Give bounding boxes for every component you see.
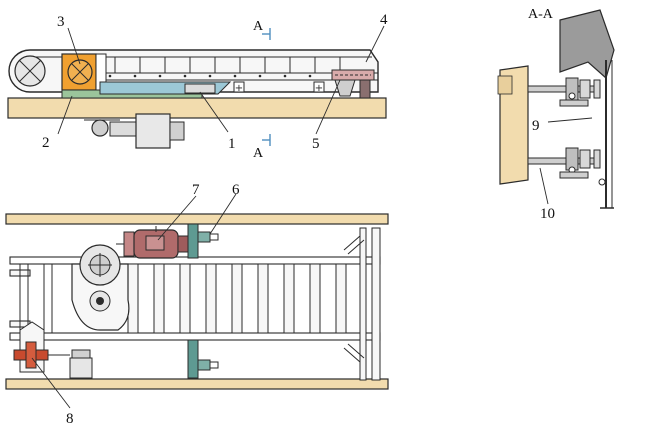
- svg-text:+: +: [315, 83, 323, 94]
- label-4: 4: [380, 12, 388, 28]
- label-section-title: A-A: [528, 7, 554, 22]
- plan-tail-tensioner: [13, 321, 93, 379]
- reducer-gearbox: [61, 53, 97, 91]
- plan-view: 7 6 8: [5, 182, 389, 427]
- label-3: 3: [57, 14, 65, 30]
- head-tensioner: [331, 69, 375, 99]
- section-a-a-view: A-A: [497, 7, 615, 222]
- label-10: 10: [540, 206, 555, 222]
- drive-motor-side: [84, 113, 185, 149]
- section-post: [499, 65, 529, 185]
- label-1: 1: [228, 136, 236, 152]
- label-8: 8: [66, 411, 74, 427]
- plan-beam-bottom: [5, 378, 389, 390]
- plan-right-end: [343, 227, 381, 381]
- label-section-a-top: A: [253, 19, 264, 34]
- label-7: 7: [192, 182, 200, 198]
- label-6: 6: [232, 182, 240, 198]
- plan-drive-motor: [116, 226, 189, 259]
- tail-drum: [14, 55, 46, 87]
- inspection-plate: [233, 81, 245, 93]
- plan-bracket-top: [187, 223, 219, 259]
- inspection-plate: [313, 81, 325, 93]
- label-2: 2: [42, 135, 50, 151]
- svg-text:+: +: [235, 83, 243, 94]
- lower-bolt-assembly: [527, 147, 606, 186]
- plan-drive-drum: [71, 244, 130, 331]
- plan-slats: [127, 263, 347, 334]
- plan-bracket-bottom: [187, 339, 219, 379]
- plan-beam-top: [5, 213, 389, 225]
- upper-bolt-assembly: [527, 77, 601, 107]
- label-9: 9: [532, 118, 540, 134]
- side-view: + + 3: [7, 12, 388, 161]
- label-5: 5: [312, 136, 320, 152]
- label-section-a-bottom: A: [253, 146, 264, 161]
